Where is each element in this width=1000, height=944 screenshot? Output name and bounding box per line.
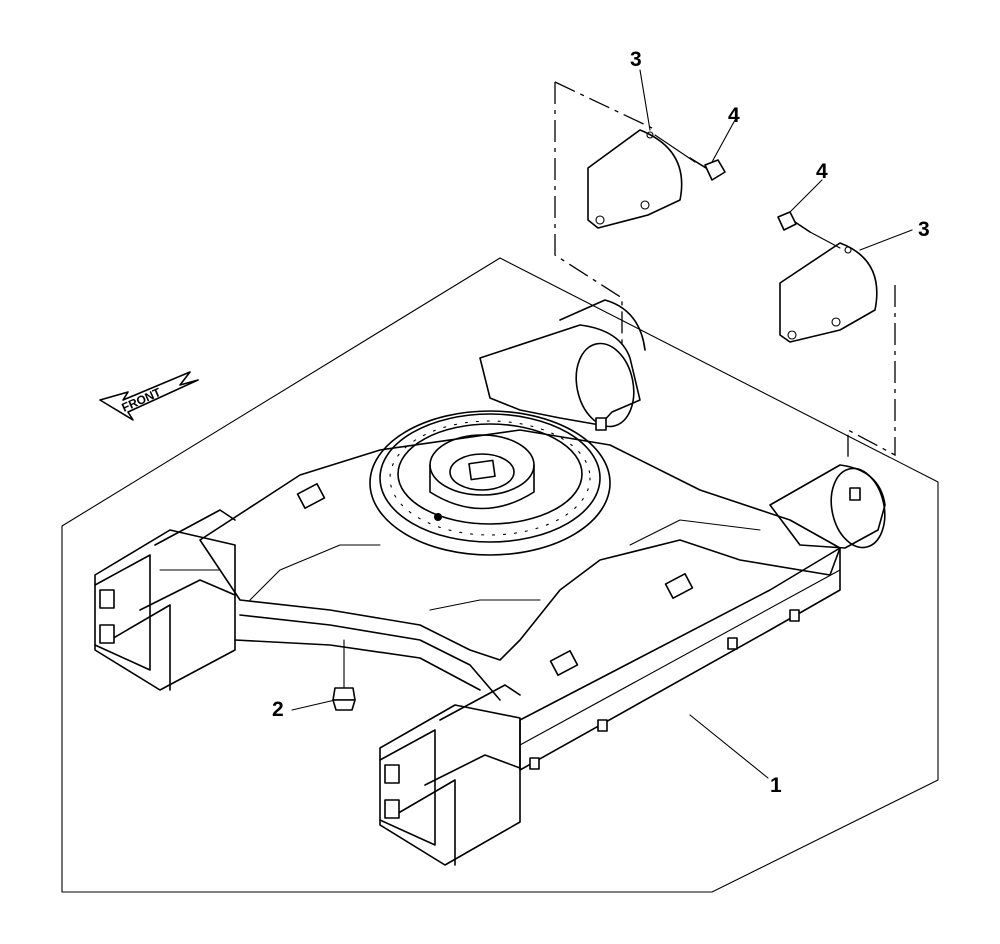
explode-line-left: [554, 82, 623, 345]
callout-3-left: 3: [630, 48, 642, 71]
explode-line-right: [847, 285, 896, 460]
leader-lines: [291, 69, 913, 779]
cover-plate-left: [587, 129, 683, 229]
bolt-right: [777, 211, 841, 249]
bolt-left: [654, 134, 726, 181]
cover-plate-right: [779, 242, 878, 343]
callout-2: 2: [272, 698, 284, 721]
callout-1: 1: [770, 774, 782, 797]
front-label: FRONT: [120, 385, 164, 415]
callout-4-right: 4: [816, 160, 828, 183]
drain-plug: [332, 639, 356, 711]
explode-line-left-top: [554, 81, 653, 129]
front-arrow-icon: FRONT: [99, 371, 199, 421]
assembly-boundary: [61, 257, 939, 893]
track-frame: [94, 299, 886, 866]
callout-3-right: 3: [918, 218, 930, 241]
callout-4-left: 4: [728, 104, 740, 127]
